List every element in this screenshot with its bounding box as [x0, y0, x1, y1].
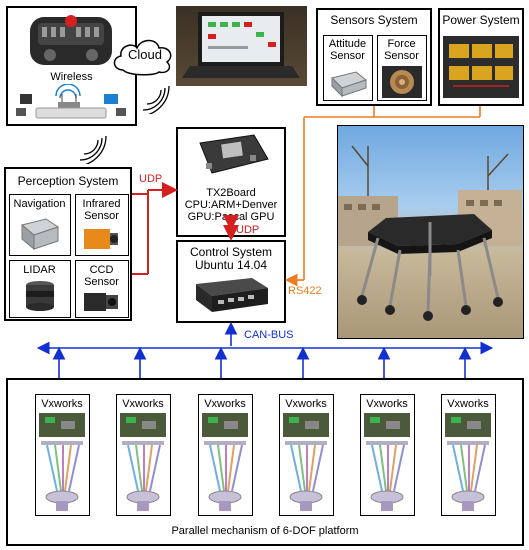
- vxworks-label: Vxworks: [285, 398, 327, 410]
- vxworks-module: Vxworks: [279, 394, 334, 516]
- ccd-sensor-label-2: Sensor: [84, 276, 119, 288]
- parallel-mechanism-icon: [364, 413, 410, 511]
- vxworks-label: Vxworks: [204, 398, 246, 410]
- vxworks-module: Vxworks: [360, 394, 415, 516]
- tx2-line-2: CPU:ARM+Denver: [184, 199, 278, 211]
- remote-controller-icon: [30, 15, 112, 65]
- udp-link: [132, 182, 232, 275]
- vxworks-label: Vxworks: [41, 398, 83, 410]
- attitude-sensor-label-1: Attitude: [328, 38, 367, 50]
- lidar-label: LIDAR: [23, 264, 56, 276]
- ccd-sensor-box: CCD Sensor: [75, 260, 129, 318]
- signal-arcs-icon-lower: [79, 135, 107, 164]
- sensors-system-title: Sensors System: [330, 13, 418, 27]
- parallel-mechanism-icon: [283, 413, 329, 511]
- cloud-label: Cloud: [128, 47, 162, 62]
- perception-system-panel: Perception System Navigation Infrared Se…: [4, 167, 132, 321]
- attitude-sensor-label-2: Sensor: [330, 50, 365, 62]
- canbus-label: CAN-BUS: [244, 329, 294, 341]
- attitude-sensor-icon: [331, 71, 368, 98]
- lidar-icon: [26, 281, 54, 311]
- parallel-mechanism-icon: [445, 413, 491, 511]
- parallel-mechanism-icon: [202, 413, 248, 511]
- lidar-box: LIDAR: [9, 260, 71, 318]
- navigation-unit-icon: [20, 218, 60, 251]
- vxworks-label: Vxworks: [366, 398, 408, 410]
- attitude-sensor-box: Attitude Sensor: [323, 35, 373, 101]
- wireless-router-icon: [16, 84, 126, 119]
- vxworks-module: Vxworks: [35, 394, 90, 516]
- rs422-label: RS422: [288, 285, 322, 297]
- tx2-line-1: TX2Board: [206, 187, 256, 199]
- parallel-mechanism-icon: [120, 413, 166, 511]
- control-line-1: Control System: [189, 245, 273, 259]
- battery-pack-icon: [443, 36, 519, 98]
- wireless-label: Wireless: [50, 71, 93, 83]
- vxworks-label: Vxworks: [447, 398, 489, 410]
- vxworks-module: Vxworks: [441, 394, 496, 516]
- navigation-box: Navigation: [9, 194, 71, 256]
- power-system-panel: Power System: [438, 8, 524, 106]
- parallel-mechanism-icon: [39, 413, 85, 511]
- cloud-icon: [113, 39, 172, 76]
- ccd-sensor-label-1: CCD: [89, 264, 114, 276]
- perception-system-title: Perception System: [17, 174, 119, 188]
- force-sensor-box: Force Sensor: [377, 35, 427, 101]
- ccd-camera-icon: [84, 293, 118, 311]
- control-system-panel: Control System Ubuntu 14.04: [176, 240, 286, 323]
- udp-label-2: UDP: [236, 224, 260, 236]
- infrared-sensor-label-1: Infrared: [82, 198, 121, 210]
- force-sensor-icon: [382, 66, 422, 98]
- infrared-sensor-box: Infrared Sensor: [75, 194, 129, 256]
- navigation-label: Navigation: [13, 198, 66, 210]
- hexapod-robot-icon: [338, 145, 522, 321]
- platform-panel: Vxworks Vxworks Vxworks Vxworks Vxworks Vxwor…: [6, 378, 524, 546]
- laptop-icon: [182, 12, 300, 78]
- vxworks-module: Vxworks: [116, 394, 171, 516]
- industrial-pc-icon: [196, 278, 268, 312]
- tx2-board-panel: TX2Board CPU:ARM+Denver GPU:Pascal GPU: [176, 127, 286, 237]
- udp-label-1: UDP: [139, 173, 163, 185]
- signal-arcs-icon: [142, 85, 170, 114]
- vxworks-label: Vxworks: [122, 398, 164, 410]
- infrared-sensor-label-2: Sensor: [84, 210, 119, 222]
- sensors-system-panel: Sensors System Attitude Sensor Force Sen…: [316, 8, 432, 106]
- laptop-photo: [176, 6, 307, 86]
- force-sensor-label-1: Force: [387, 38, 416, 50]
- vxworks-module: Vxworks: [198, 394, 253, 516]
- infrared-camera-icon: [84, 229, 118, 249]
- platform-caption: Parallel mechanism of 6-DOF platform: [171, 525, 359, 537]
- tx2-board-icon: [199, 134, 269, 174]
- power-system-title: Power System: [442, 13, 520, 27]
- rs422-link: [284, 106, 481, 287]
- robot-photo: [337, 125, 524, 339]
- force-sensor-label-2: Sensor: [384, 50, 419, 62]
- control-line-2: Ubuntu 14.04: [194, 258, 268, 272]
